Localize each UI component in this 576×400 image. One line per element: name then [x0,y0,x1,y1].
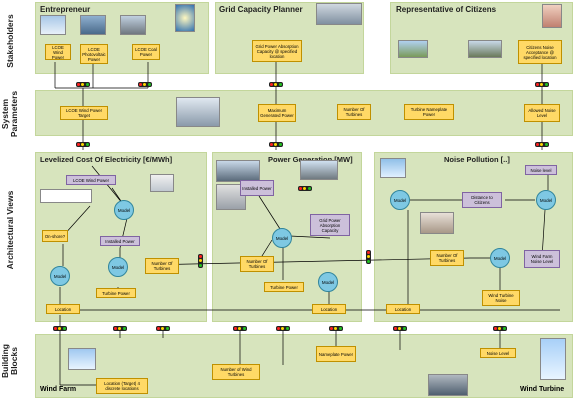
lcoe-photovoltaic-power-box: LCOE Photovoltaic Power [80,44,108,64]
noise-model-center: Model [490,248,510,268]
power-location: Location [312,304,346,314]
lightbulb-photo [175,4,195,32]
power-number-of-turbines: Number Of Turbines [240,256,274,272]
noise-view-title: Noise Pollution [..] [444,155,510,164]
wind-turbine-caption: Wind Turbine [520,386,565,393]
lcoe-model-left: Model [50,266,70,286]
traffic-light-icon [156,326,170,331]
noise-location: Location [386,304,420,314]
traffic-light-icon [366,250,371,264]
lcoe-wind-power-output: LCOE Wind Power [66,175,116,185]
noise-level-output: Noise level [525,165,557,175]
traffic-light-icon [269,82,283,87]
noise-number-of-turbines: Number Of Turbines [430,250,464,266]
lcoe-wind-power-box: LCOE Wind Power [45,44,71,60]
solar-panels-photo [80,15,106,35]
formula-image [40,189,92,203]
noise-model-left: Model [390,190,410,210]
traffic-light-icon [113,326,127,331]
noise-level-box: Noise Level [480,348,516,358]
traffic-light-icon [76,142,90,147]
lcoe-view-title: Levelized Cost Of Electricity [€/MWh] [40,155,173,164]
traffic-light-icon [233,326,247,331]
single-turbine-photo [540,338,566,380]
control-room-photo [316,3,362,25]
allowed-noise-level-param: Allowed Noise Level [524,104,560,122]
power-model-top: Model [272,228,292,248]
traffic-light-icon [53,326,67,331]
citizens-noise-acceptance-box: Citizens Noise Acceptance @ specified lo… [518,40,562,64]
wind-turbines-photo [40,15,66,35]
lcoe-installed-power: Installed Power [100,236,140,246]
max-generated-power-param: Maximum Generated Power [258,104,296,122]
engineers-photo [176,97,220,127]
traffic-light-icon [298,186,312,191]
traffic-light-icon [393,326,407,331]
power-installed-power: Installed Power [240,180,274,196]
lcoe-model-main: Model [114,200,134,220]
grid-photo [300,160,338,180]
landscape-photo [468,40,502,58]
traffic-light-icon [493,326,507,331]
lcoe-model-center: Model [108,257,128,277]
number-of-turbines-param: Number Of Turbines [337,104,371,120]
onshore-box: On-shore? [42,230,68,242]
traffic-light-icon [535,82,549,87]
traffic-light-icon [535,142,549,147]
lcoe-coal-power-box: LCOE Coal Power [132,44,160,60]
lcoe-chart-image [150,174,174,192]
power-view-title: Power Generation [MW] [268,155,353,164]
noise-model-right: Model [536,190,556,210]
lcoe-location: Location [46,304,80,314]
location-target-box: Location (Target) 4 discrete locations [96,378,148,394]
power-lines-photo [216,184,246,210]
wind-farm-caption: Wind Farm [40,386,77,393]
lcoe-turbine-power: Turbine Power [96,288,136,298]
power-model-bottom: Model [318,272,338,292]
traffic-light-icon [269,142,283,147]
citizens-wind-photo [398,40,428,58]
distance-to-citizens: Distance to Citizens [462,192,502,208]
turbine-machinery-photo [428,374,468,396]
lcoe-target-param: LCOE Wind Power Target [60,106,108,120]
traffic-light-icon [138,82,152,87]
number-of-wind-turbines-box: Number of Wind Turbines [212,364,260,380]
meeting-photo [420,212,454,234]
wind-turbine-noise: Wind Turbine Noise [482,290,520,306]
entrepreneur-title: Entrepreneur [40,5,91,14]
power-turbine-power: Turbine Power [264,282,304,292]
noise-wind-photo [380,158,406,178]
traffic-light-icon [76,82,90,87]
traffic-light-icon [198,254,203,268]
power-plant-photo [120,15,146,35]
noise-person-photo [542,4,562,28]
transmission-towers-photo [216,160,260,182]
turbine-nameplate-power-param: Turbine Nameplate Power [404,104,454,120]
panel-noise [374,152,573,322]
nameplate-power-box: Nameplate Power [316,346,356,362]
grid-planner-title: Grid Capacity Planner [219,5,303,14]
wind-farm-noise-level: Wind Farm Noise Level [524,250,560,268]
grid-absorption-capacity-box: Grid Power Absorption Capacity @ specifi… [252,40,302,62]
power-grid-capacity: Grid Power Absorption Capacity [310,214,350,236]
citizens-title: Representative of Citizens [396,5,497,14]
wind-farm-photo [68,348,96,370]
panel-system-parameters [35,90,573,136]
lcoe-number-of-turbines: Number Of Turbines [145,258,179,274]
traffic-light-icon [276,326,290,331]
traffic-light-icon [329,326,343,331]
